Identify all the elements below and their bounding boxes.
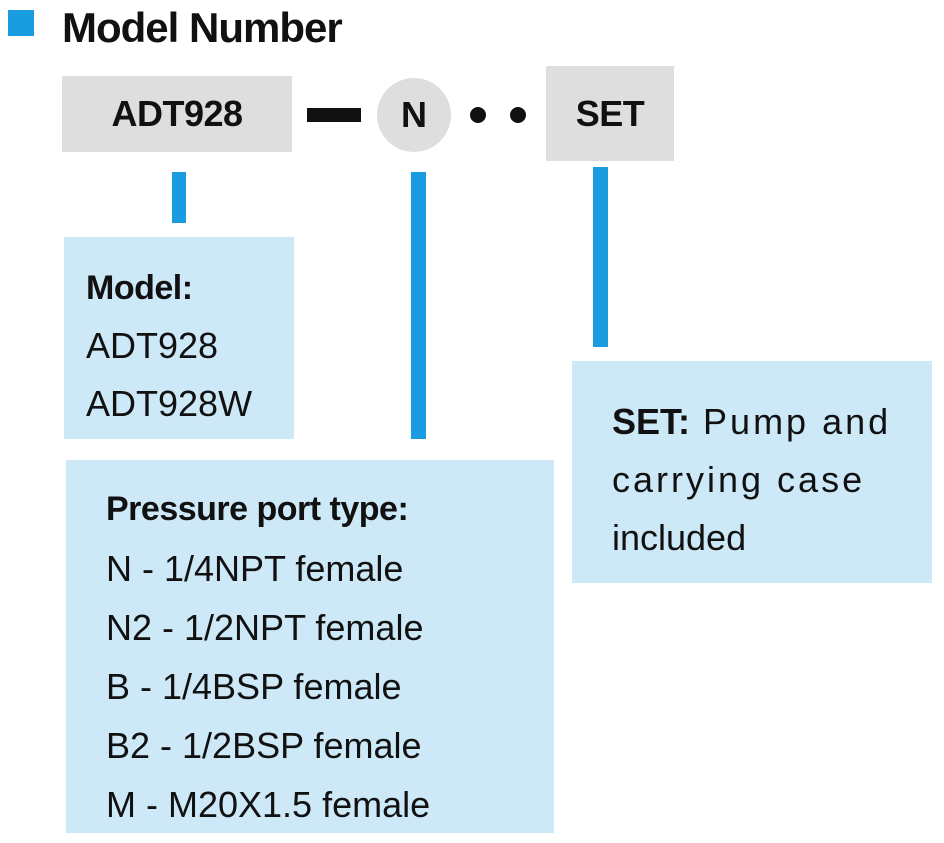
title-bullet-square bbox=[8, 10, 34, 36]
set-description-line: included bbox=[612, 517, 747, 558]
set-description-line: carrying case bbox=[612, 459, 866, 500]
port-code-segment: N bbox=[377, 78, 451, 152]
set-code-segment: SET bbox=[546, 66, 674, 161]
separator-dot bbox=[510, 107, 526, 123]
set-description-line: SET: Pump and bbox=[612, 393, 932, 451]
set-label: SET: bbox=[612, 401, 691, 442]
port-option: N2 - 1/2NPT female bbox=[106, 607, 424, 648]
set-connector-line bbox=[593, 167, 608, 347]
set-info-box: SET: Pump and carrying case included bbox=[572, 361, 932, 583]
port-option: B - 1/4BSP female bbox=[106, 666, 402, 707]
set-description-text: Pump and bbox=[703, 401, 892, 442]
port-info-box: Pressure port type: N - 1/4NPT female N2… bbox=[66, 460, 554, 833]
separator-dot bbox=[470, 107, 486, 123]
port-option: B2 - 1/2BSP female bbox=[106, 725, 422, 766]
model-option: ADT928 bbox=[86, 325, 219, 366]
page-title: Model Number bbox=[62, 4, 343, 51]
port-connector-line bbox=[411, 172, 426, 439]
model-heading: Model: bbox=[86, 269, 193, 307]
model-code-segment: ADT928 bbox=[62, 76, 292, 152]
port-option: M - M20X1.5 female bbox=[106, 784, 431, 825]
port-heading: Pressure port type: bbox=[106, 490, 409, 528]
port-option: N - 1/4NPT female bbox=[106, 548, 404, 589]
model-info-box: Model: ADT928 ADT928W bbox=[64, 237, 294, 439]
separator-dash bbox=[307, 108, 361, 122]
model-connector-line bbox=[172, 172, 186, 223]
model-option: ADT928W bbox=[86, 383, 253, 424]
